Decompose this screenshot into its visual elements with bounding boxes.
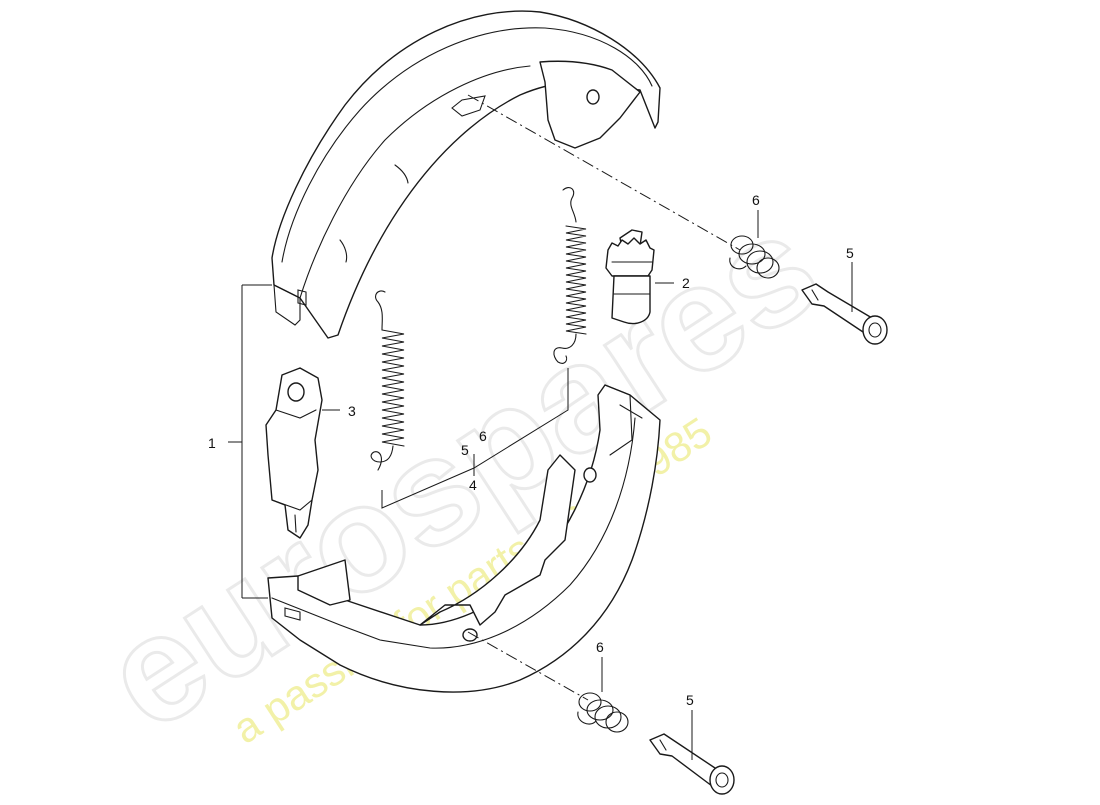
return-spring-right bbox=[553, 187, 587, 364]
callout-5-mid: 5 bbox=[461, 442, 469, 458]
retaining-pin-lower bbox=[649, 733, 735, 795]
callout-6-bottom: 6 bbox=[596, 639, 604, 655]
return-spring-left bbox=[370, 290, 405, 471]
brake-adjuster bbox=[605, 229, 655, 325]
brake-shoe-lower bbox=[267, 384, 661, 693]
callout-4: 4 bbox=[469, 477, 477, 493]
callout-1: 1 bbox=[208, 435, 216, 451]
retaining-pin-upper bbox=[801, 283, 888, 345]
center-line-upper bbox=[467, 94, 741, 251]
callout-2: 2 bbox=[682, 275, 690, 291]
callout-5-bottom: 5 bbox=[686, 692, 694, 708]
pressure-spring-upper bbox=[729, 235, 780, 279]
center-lines bbox=[467, 94, 741, 701]
callout-5-top: 5 bbox=[846, 245, 854, 261]
callout-3: 3 bbox=[348, 403, 356, 419]
callouts: 1 2 3 4 5 5 5 6 6 6 bbox=[208, 192, 854, 708]
callout-6-top: 6 bbox=[752, 192, 760, 208]
parking-brake-lever bbox=[265, 367, 323, 539]
brake-shoe-upper bbox=[271, 10, 661, 339]
center-line-lower bbox=[467, 631, 589, 701]
pressure-spring-lower bbox=[577, 692, 629, 733]
leader-lines bbox=[228, 210, 853, 760]
callout-6-mid: 6 bbox=[479, 428, 487, 444]
